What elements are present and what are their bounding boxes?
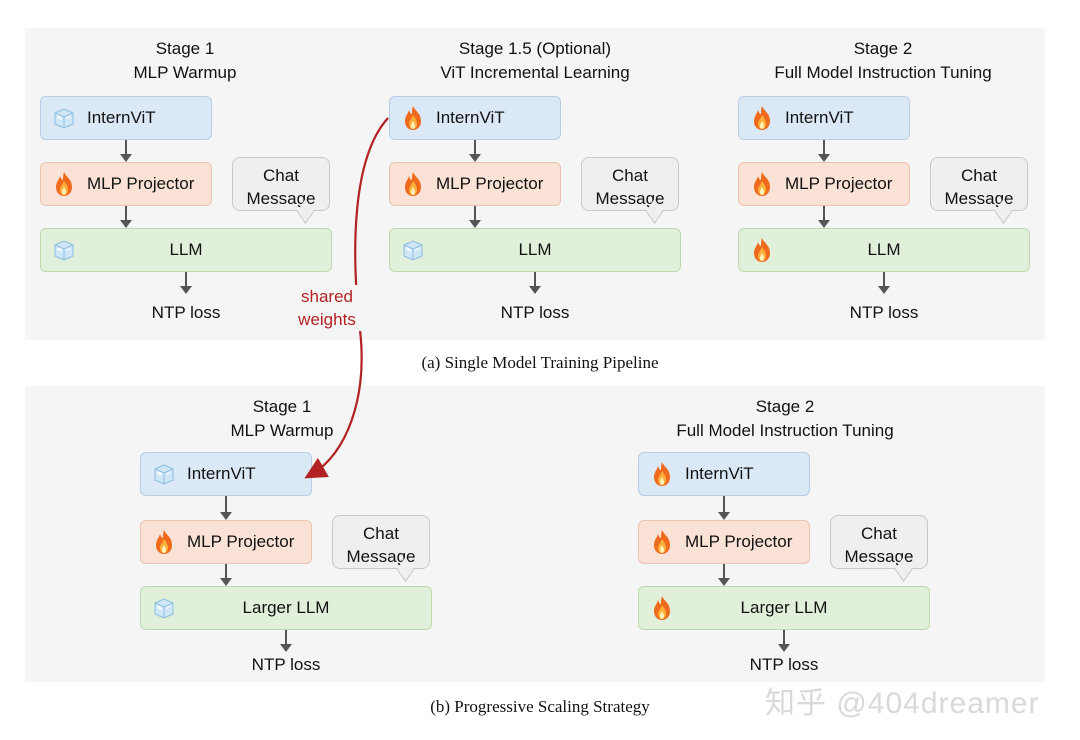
arrow	[469, 206, 481, 228]
ice-cube-icon	[154, 598, 174, 619]
internvit-box: InternViT	[738, 96, 910, 140]
stage-title: Stage 1 MLP Warmup	[133, 39, 237, 82]
ice-cube-icon	[403, 240, 423, 261]
llm-label: LLM	[169, 240, 203, 259]
mlp-projector-box: MLP Projector	[638, 520, 810, 564]
fire-icon	[754, 238, 770, 262]
internvit-label: InternViT	[187, 464, 256, 483]
arrow	[220, 564, 232, 586]
arrow	[120, 206, 132, 228]
arrow	[180, 272, 192, 294]
ice-cube-icon	[54, 240, 74, 261]
caption-b: (b) Progressive Scaling Strategy	[430, 697, 650, 716]
mlp-projector-box: MLP Projector	[738, 162, 910, 206]
internvit-box: InternViT	[389, 96, 561, 140]
watermark: 知乎 @404dreamer	[765, 687, 1040, 720]
fire-icon	[56, 172, 72, 196]
llm-box: LLM	[389, 228, 681, 272]
arrow	[818, 206, 830, 228]
ice-cube-icon	[154, 464, 174, 485]
internvit-box: InternViT	[140, 452, 312, 496]
shared-weights-label: shared weights	[292, 285, 362, 331]
caption-a: (a) Single Model Training Pipeline	[421, 353, 659, 372]
fire-icon	[754, 106, 770, 130]
chat-message-bubble: Chat Message	[830, 515, 928, 569]
fire-icon	[654, 596, 670, 620]
mlp-projector-label: MLP Projector	[785, 174, 893, 193]
arrow	[220, 496, 232, 520]
chat-message-bubble: Chat Message	[332, 515, 430, 569]
ntp-loss-label: NTP loss	[849, 303, 919, 322]
llm-label: LLM	[518, 240, 552, 259]
internvit-box: InternViT	[40, 96, 212, 140]
chat-message-bubble: Chat Message	[930, 157, 1028, 211]
stage-title: Stage 2 Full Model Instruction Tuning	[676, 397, 894, 440]
ice-cube-icon	[54, 108, 74, 129]
ntp-loss-label: NTP loss	[500, 303, 570, 322]
fire-icon	[405, 106, 421, 130]
stage-title: Stage 1.5 (Optional) ViT Incremental Lea…	[440, 39, 630, 82]
larger-llm-box: Larger LLM	[638, 586, 930, 630]
arrow	[469, 140, 481, 162]
chat-message-bubble: Chat Message	[581, 157, 679, 211]
arrow	[120, 140, 132, 162]
llm-box: LLM	[40, 228, 332, 272]
ntp-loss-label: NTP loss	[251, 655, 321, 674]
arrow	[778, 630, 790, 652]
mlp-projector-box: MLP Projector	[389, 162, 561, 206]
ntp-loss-label: NTP loss	[151, 303, 221, 322]
internvit-box: InternViT	[638, 452, 810, 496]
mlp-projector-label: MLP Projector	[187, 532, 295, 551]
internvit-label: InternViT	[785, 108, 854, 127]
arrow	[878, 272, 890, 294]
mlp-projector-label: MLP Projector	[685, 532, 793, 551]
arrow	[718, 564, 730, 586]
fire-icon	[654, 462, 670, 486]
mlp-projector-label: MLP Projector	[436, 174, 544, 193]
llm-box: LLM	[738, 228, 1030, 272]
larger-llm-label: Larger LLM	[740, 598, 828, 617]
stage-title: Stage 2 Full Model Instruction Tuning	[774, 39, 992, 82]
fire-icon	[654, 530, 670, 554]
internvit-label: InternViT	[436, 108, 505, 127]
stage-title: Stage 1 MLP Warmup	[230, 397, 334, 440]
mlp-projector-box: MLP Projector	[40, 162, 212, 206]
fire-icon	[156, 530, 172, 554]
mlp-projector-label: MLP Projector	[87, 174, 195, 193]
mlp-projector-box: MLP Projector	[140, 520, 312, 564]
arrow	[718, 496, 730, 520]
larger-llm-box: Larger LLM	[140, 586, 432, 630]
chat-message-bubble: Chat Message	[232, 157, 330, 211]
internvit-label: InternViT	[685, 464, 754, 483]
larger-llm-label: Larger LLM	[242, 598, 330, 617]
arrow	[529, 272, 541, 294]
ntp-loss-label: NTP loss	[749, 655, 819, 674]
arrow	[280, 630, 292, 652]
fire-icon	[405, 172, 421, 196]
arrow	[818, 140, 830, 162]
internvit-label: InternViT	[87, 108, 156, 127]
llm-label: LLM	[867, 240, 901, 259]
fire-icon	[754, 172, 770, 196]
